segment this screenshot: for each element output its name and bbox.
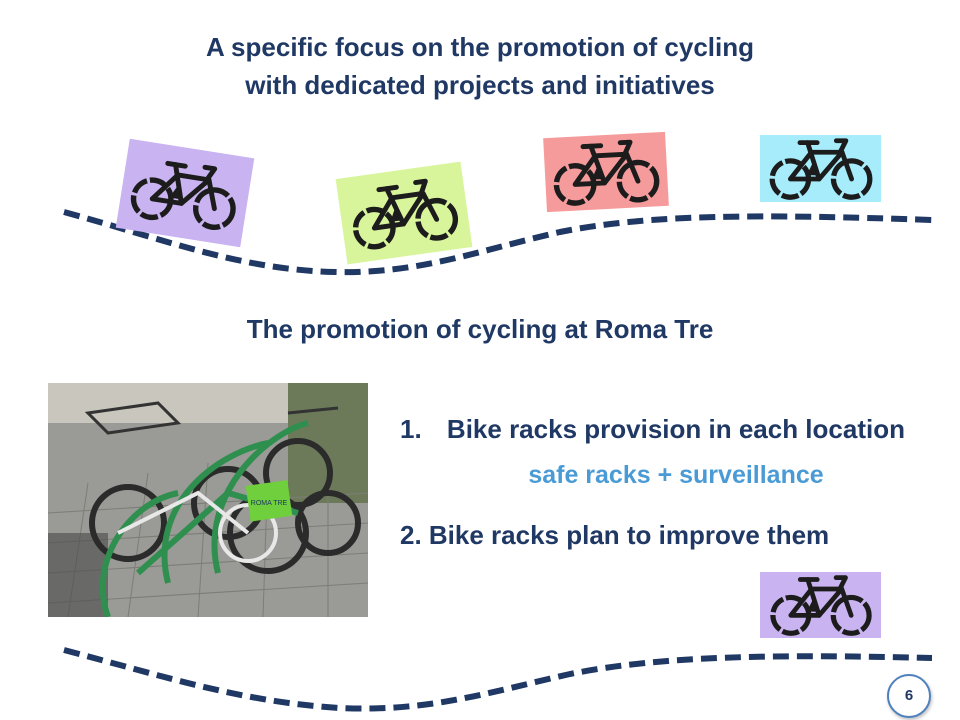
top-dashed-wave xyxy=(63,209,933,276)
list-sub-item: safe racks + surveillance xyxy=(528,461,824,489)
photo-sticker-text: ROMA TRE xyxy=(251,500,288,507)
bicycle-icon xyxy=(335,161,473,265)
item-number: 1. xyxy=(400,414,422,444)
bicycle-icon xyxy=(543,131,669,213)
page-number-badge: 6 xyxy=(887,674,931,718)
slide-title: A specific focus on the promotion of cyc… xyxy=(80,28,880,104)
item-text: Bike racks provision in each location xyxy=(446,414,905,444)
list-item: 2. Bike racks plan to improve them xyxy=(400,520,830,550)
bottom-dashed-wave xyxy=(63,647,933,712)
bicycle-icon xyxy=(115,138,255,248)
title-line-2: with dedicated projects and initiatives xyxy=(245,70,715,100)
bike-racks-photo: ROMA TRE xyxy=(48,383,368,617)
section-subtitle: The promotion of cycling at Roma Tre xyxy=(246,314,714,344)
list-item: 1. Bike racks provision in each location xyxy=(400,414,905,445)
bicycle-icon xyxy=(760,572,881,638)
title-line-1: A specific focus on the promotion of cyc… xyxy=(206,32,754,62)
bicycle-icon xyxy=(760,135,881,202)
